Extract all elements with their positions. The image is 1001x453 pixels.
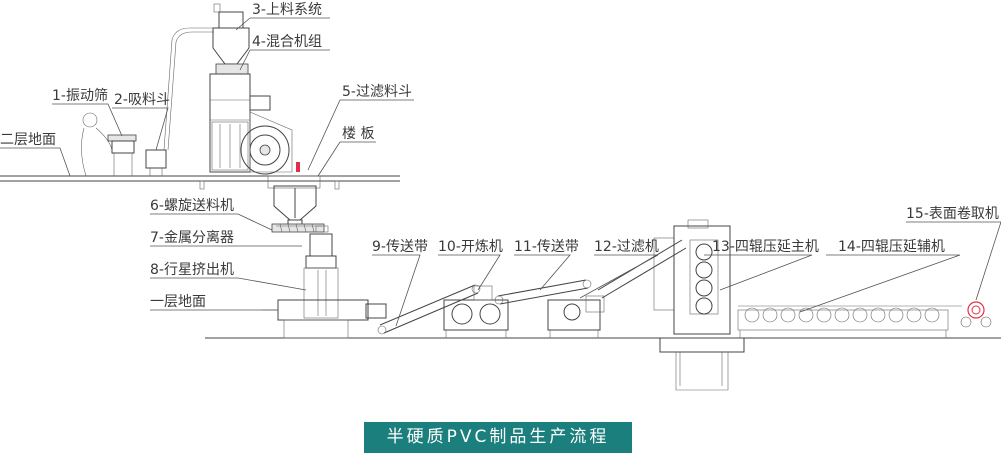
calender-main-drawing bbox=[653, 219, 745, 391]
label-filter-hopper: 5-过滤料斗 bbox=[342, 84, 412, 100]
second-floor-slab bbox=[0, 175, 400, 190]
label-filter-machine: 12-过滤机 bbox=[594, 239, 659, 255]
filter-machine-drawing bbox=[547, 295, 605, 338]
label-screw-feeder: 6-螺旋送料机 bbox=[150, 198, 234, 214]
winder-drawing bbox=[960, 301, 992, 328]
label-first-floor: 一层地面 bbox=[150, 294, 206, 310]
label-planetary-extruder: 8-行星挤出机 bbox=[150, 262, 234, 278]
label-surface-winder: 15-表面卷取机 bbox=[906, 206, 999, 222]
leader-lines bbox=[0, 17, 1001, 327]
vibrating-screen-drawing bbox=[81, 112, 137, 177]
open-mill-drawing bbox=[443, 285, 509, 338]
label-open-mill: 10-开炼机 bbox=[438, 239, 503, 255]
label-calender-aux: 14-四辊压延辅机 bbox=[838, 239, 945, 255]
calender-aux-drawing bbox=[737, 305, 962, 338]
label-calender-main: 13-四辊压延主机 bbox=[712, 239, 819, 255]
extruder-line-drawing bbox=[262, 185, 387, 339]
label-metal-separator: 7-金属分离器 bbox=[150, 229, 234, 246]
label-vibrating-screen: 1-振动筛 bbox=[52, 88, 108, 104]
label-floor-slab: 楼 板 bbox=[342, 126, 374, 142]
conveyor-9-drawing bbox=[377, 284, 481, 335]
label-mixer-unit: 4-混合机组 bbox=[252, 34, 322, 50]
labels: 3-上料系统 4-混合机组 1-振动筛 2-吸料斗 二层地面 5-过滤料斗 楼 … bbox=[0, 2, 999, 310]
label-suction-hopper: 2-吸料斗 bbox=[114, 92, 170, 108]
suction-hopper-drawing bbox=[145, 27, 214, 176]
mixer-unit-drawing bbox=[209, 3, 300, 175]
label-feeding-system: 3-上料系统 bbox=[252, 2, 322, 18]
label-second-floor: 二层地面 bbox=[0, 132, 56, 148]
label-conveyor-11: 11-传送带 bbox=[514, 239, 579, 255]
label-conveyor-9: 9-传送带 bbox=[372, 239, 428, 255]
diagram-caption: 半硬质PVC制品生产流程 bbox=[364, 422, 632, 453]
